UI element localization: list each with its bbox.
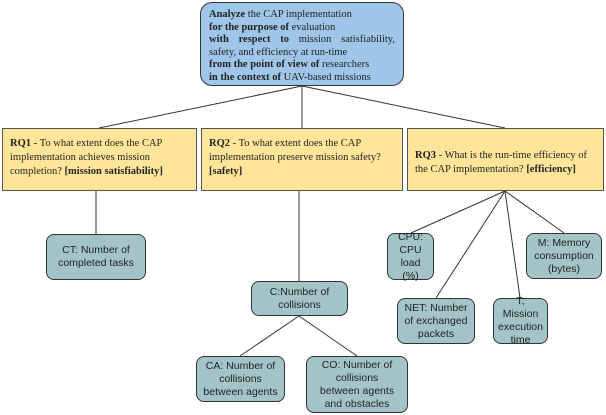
rq2-text: To what extent does the CAP implementati…: [209, 138, 381, 163]
edge-rq3-cpu: [410, 190, 506, 234]
rq1-box: RQ1 - To what extent does the CAP implem…: [2, 128, 197, 191]
rq2-id: RQ2: [209, 138, 230, 149]
goal-line-respect: with respect to mission satisfiability,: [209, 34, 395, 46]
edge-rq3-t: [504, 190, 521, 299]
goal-line-qualities: safety, and efficiency at run-time: [209, 46, 348, 58]
metric-execution-time: T; Mission execution time: [493, 295, 548, 346]
rq3-tag: [efficiency]: [526, 164, 576, 175]
rq3-id: RQ3: [415, 150, 436, 161]
rq1-text: To what extent does the CAP implementati…: [10, 138, 162, 177]
metric-collisions-obstacles: CO: Number of collisions between agents …: [306, 356, 408, 413]
rq1-id: RQ1: [10, 138, 31, 149]
metric-collisions-agents: CA: Number of collisions between agents: [196, 356, 285, 402]
goal-line-viewpoint: from the point of view of researchers: [209, 59, 370, 71]
goal-line-purpose: for the purpose of evaluation: [209, 21, 336, 33]
metric-collisions: C:Number of collisions: [251, 281, 348, 316]
edge-rq3-net: [435, 190, 506, 299]
metric-exchanged-packets: NET: Number of exchanged packets: [397, 298, 475, 344]
rq2-tag: [safety]: [209, 166, 243, 177]
edge-collisions-ca: [239, 315, 300, 357]
goal-line-analyze: Analyze the CAP implementation: [209, 9, 352, 20]
edge-goal-rq1: [98, 85, 303, 129]
rq3-box: RQ3 - What is the run-time efficiency of…: [407, 128, 604, 191]
goal-box: Analyze the CAP implementation for the p…: [200, 2, 404, 86]
metric-completed-tasks: CT: Number of completed tasks: [46, 234, 146, 280]
edge-rq3-mem: [504, 190, 565, 234]
rq3-text: What is the run-time efficiency of the C…: [415, 150, 587, 175]
edge-goal-rq3: [301, 85, 506, 129]
rq1-tag: [mission satisfiability]: [64, 166, 163, 177]
metric-cpu-load: CPU: CPU load (%): [387, 231, 434, 282]
goal-line-context: in the context of UAV-based missions: [209, 71, 371, 83]
metric-memory-consumption: M: Memory consumption (bytes): [526, 233, 602, 279]
rq2-box: RQ2 - To what extent does the CAP implem…: [201, 128, 403, 191]
edge-collisions-co: [298, 315, 358, 357]
